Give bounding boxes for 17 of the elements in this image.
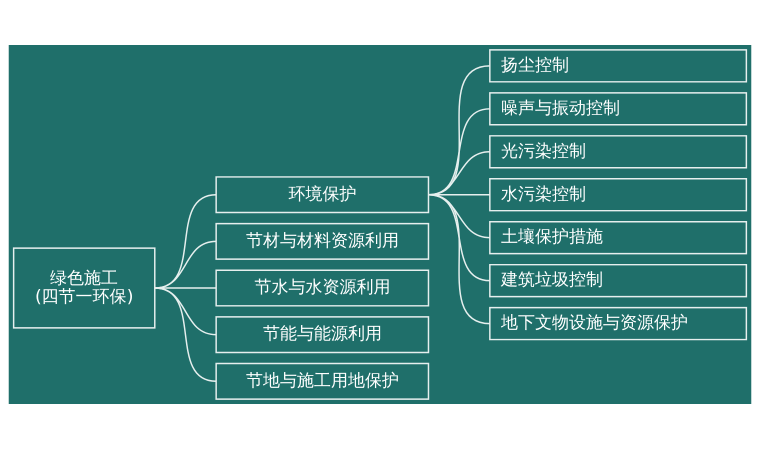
- node-box: 建筑垃圾控制: [489, 264, 748, 298]
- node-box: 节水与水资源利用: [215, 269, 430, 307]
- connector: [154, 287, 216, 382]
- node-box: 绿色施工 (四节一环保): [12, 247, 156, 329]
- node-box: 节地与施工用地保护: [215, 362, 430, 400]
- connector: [154, 240, 216, 289]
- node-box: 环境保护: [215, 176, 430, 214]
- node-box: 噪声与振动控制: [489, 92, 748, 126]
- node-box: 地下文物设施与资源保护: [489, 306, 748, 340]
- node-box: 光污染控制: [489, 135, 748, 168]
- node-box: 土壤保护措施: [489, 221, 748, 254]
- node-box: 节材与材料资源利用: [215, 222, 430, 260]
- connector: [428, 194, 490, 324]
- node-box: 扬尘控制: [489, 49, 748, 83]
- node-box: 节能与能源利用: [215, 316, 430, 354]
- node-box: 水污染控制: [489, 178, 748, 212]
- connector: [154, 194, 216, 289]
